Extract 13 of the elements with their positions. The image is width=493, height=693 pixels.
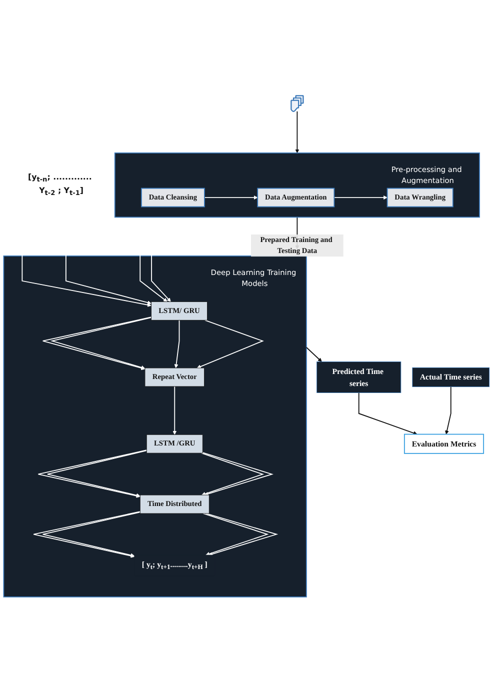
arrow — [204, 196, 258, 200]
arrow — [306, 347, 322, 362]
arrow — [334, 196, 388, 200]
arrow — [196, 320, 264, 369]
arrow — [202, 513, 269, 556]
arrow — [200, 452, 264, 496]
arrow — [445, 386, 452, 435]
arrow — [206, 513, 278, 556]
arrow — [172, 386, 177, 435]
arrow — [202, 452, 274, 496]
arrow — [295, 111, 300, 154]
arrow — [174, 320, 180, 368]
arrow — [358, 392, 418, 436]
